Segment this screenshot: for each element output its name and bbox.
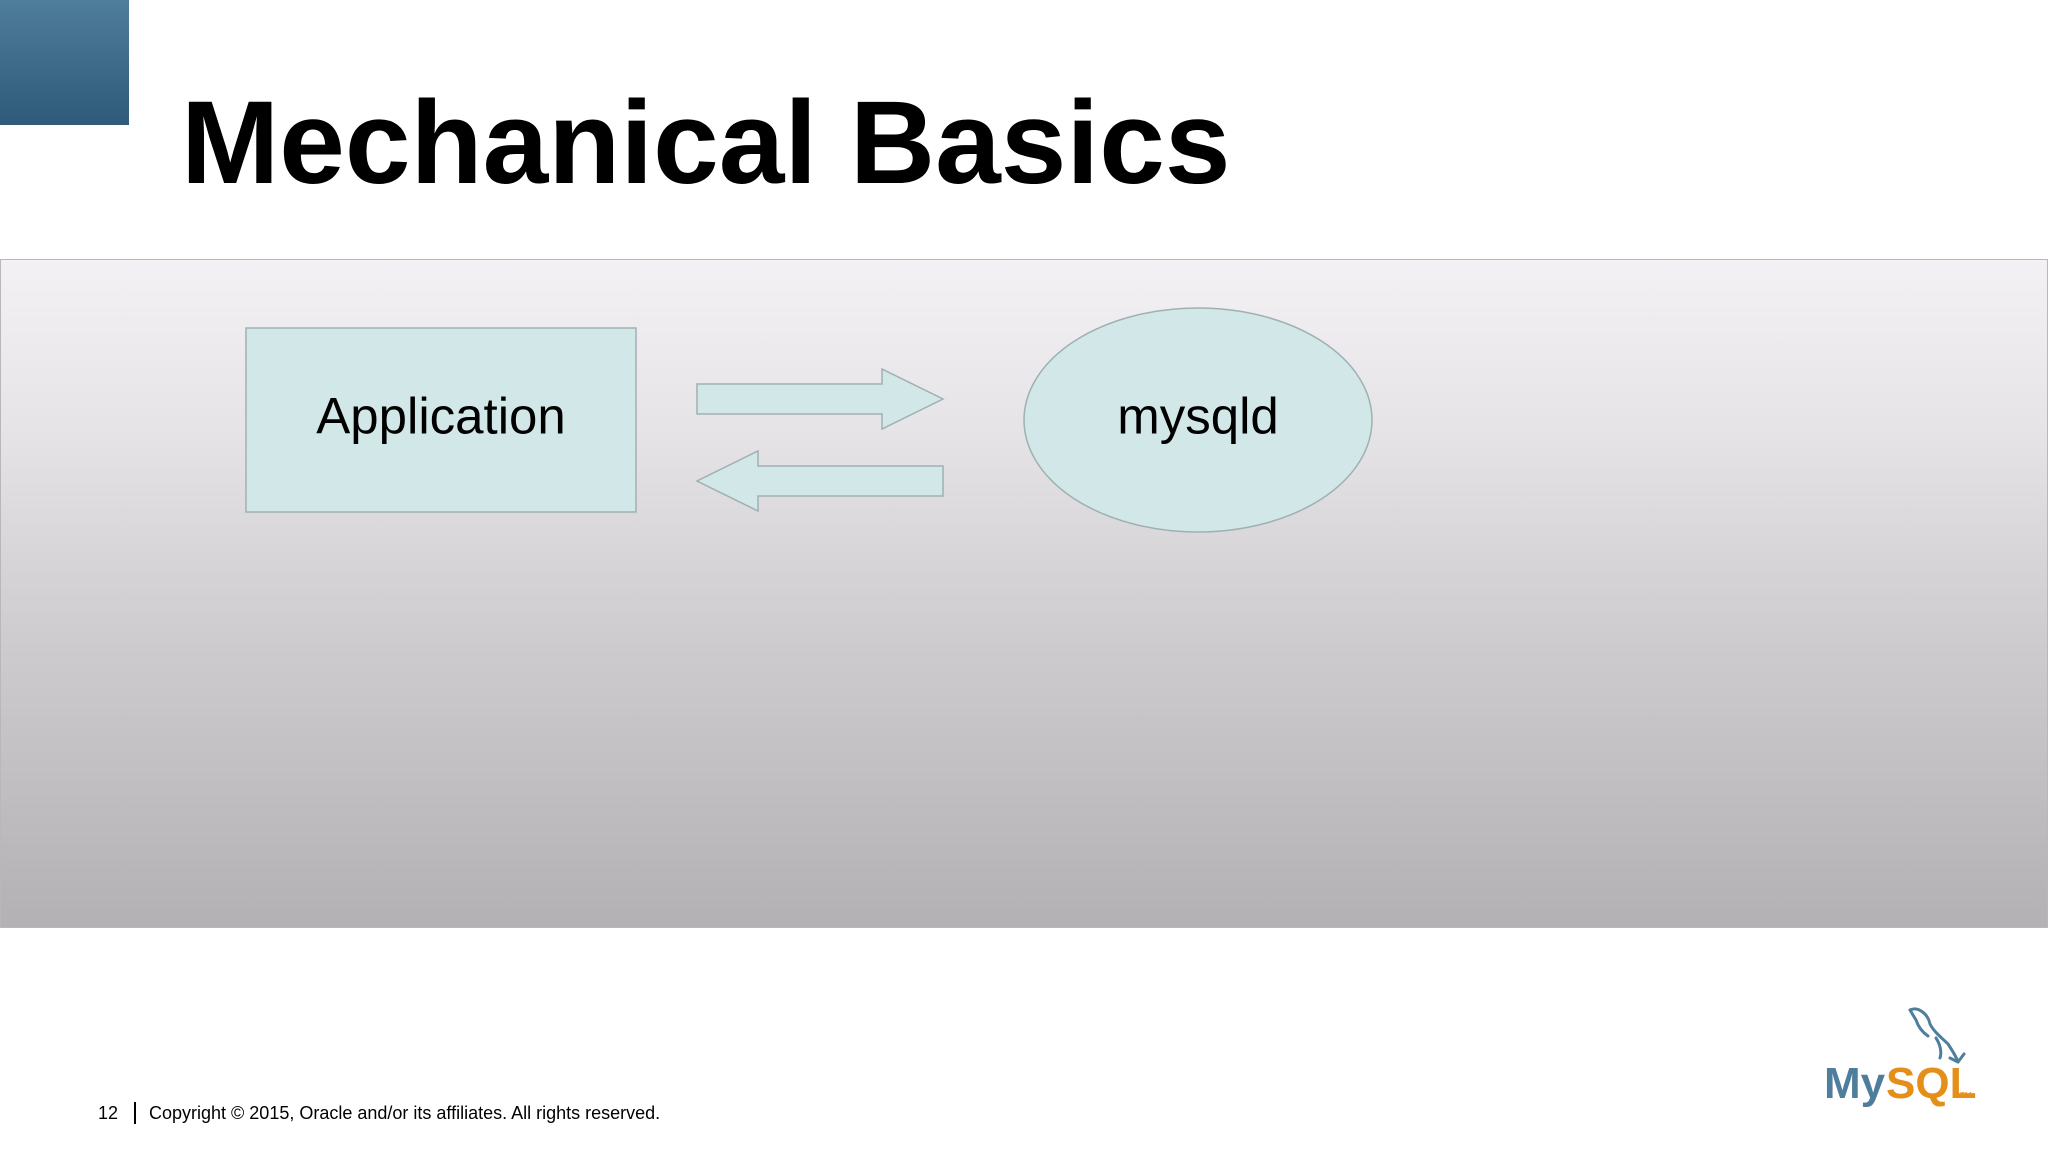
- node-mysqld: mysqld: [1023, 307, 1373, 533]
- mysql-logo: My SQL TM: [1824, 1007, 1976, 1108]
- application-box: [245, 327, 637, 513]
- node-application: Application: [245, 327, 637, 513]
- arrow-response-left: [695, 449, 944, 513]
- slide-title: Mechanical Basics: [181, 77, 1231, 209]
- arrow-request-right: [696, 367, 945, 431]
- logo-text-my: My: [1824, 1059, 1886, 1108]
- footer-separator: [134, 1102, 136, 1124]
- application-label: Application: [316, 387, 566, 444]
- diagram-canvas: Application mysqld: [245, 307, 1373, 533]
- page-number: 12: [98, 1103, 119, 1123]
- logo-trademark: TM: [1960, 1091, 1972, 1100]
- mysqld-ellipse: [1023, 307, 1373, 533]
- corner-accent-block: [0, 0, 129, 125]
- logo-text-sql: SQL: [1886, 1059, 1976, 1108]
- diagram-panel: Application mysqld: [0, 259, 2048, 928]
- copyright-notice: Copyright © 2015, Oracle and/or its affi…: [149, 1103, 661, 1123]
- mysqld-label: mysqld: [1117, 387, 1279, 444]
- dolphin-icon: [1908, 1007, 1966, 1064]
